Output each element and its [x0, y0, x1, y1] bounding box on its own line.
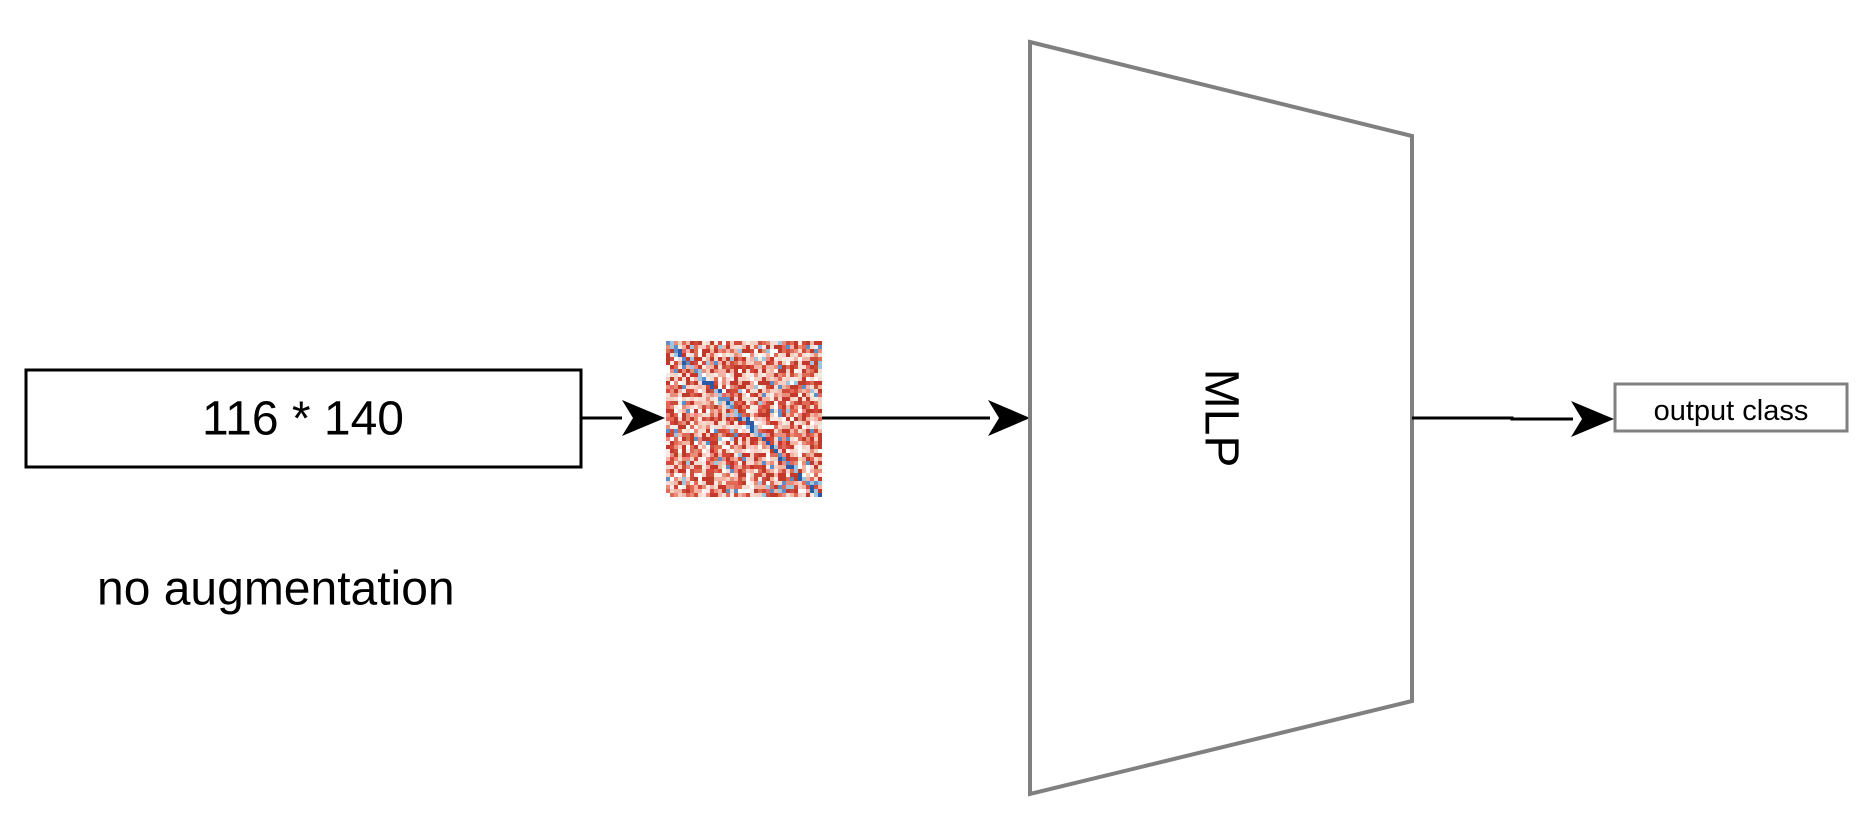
arrowhead-icon — [1571, 401, 1614, 437]
input-box-frame — [24, 368, 583, 469]
input-shape-label: 116 * 140 — [202, 393, 404, 446]
connectivity-matrix-icon — [666, 341, 822, 497]
augmentation-caption: no augmentation — [97, 563, 455, 616]
output-class-box: output class — [1613, 382, 1849, 433]
mlp-trapezoid — [1028, 39, 1414, 797]
arrowhead-icon — [988, 400, 1030, 436]
input-shape-box: 116 * 140 — [24, 368, 583, 469]
arrow-matrix-to-mlp — [822, 400, 1030, 436]
output-box-frame — [1613, 382, 1849, 433]
arrowhead-icon — [622, 400, 665, 436]
arrow-input-to-matrix — [581, 400, 665, 436]
mlp-label: MLP — [1194, 369, 1247, 468]
mlp-block: MLP — [1028, 39, 1414, 797]
output-class-label: output class — [1654, 395, 1809, 427]
arrow-mlp-to-output — [1412, 401, 1614, 437]
